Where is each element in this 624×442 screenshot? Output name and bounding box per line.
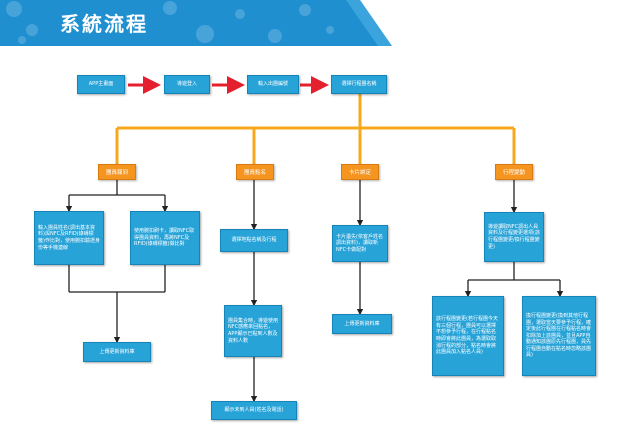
- step-enter-tour-number: 輸入出團編號: [247, 75, 299, 94]
- card-upload-database: 上傳更新資料庫: [332, 314, 392, 334]
- step-guide-login: 導遊登入: [164, 75, 210, 94]
- black-connectors: [65, 180, 564, 403]
- step-select-itinerary: 選擇行程團名稱: [331, 75, 387, 94]
- category-card-binding: 卡片綁定: [341, 164, 379, 180]
- change-switch-group: 換行程團變更(換到其他行程團，選取當天要參予行程，確定後此行程團在行程點名時會扣…: [522, 296, 596, 376]
- checkin-step-tap-wristband: 使用腕扣刷卡，讀取NFC取得團員資料，再將NFC及RFID(綠磚標籤)做比對: [130, 211, 200, 265]
- rollcall-select-location: 選擇地點名稱及行程: [220, 229, 288, 252]
- header-bubbles: [6, 1, 334, 44]
- header-banner: [0, 0, 624, 46]
- change-same-group: 該行程團變更(若行程團今天有三個行程，團員可以選擇不想參予行程，在行程點名時即會…: [432, 296, 504, 376]
- orange-bus: [115, 94, 516, 164]
- rollcall-show-absent: 顯示未到人員(姓名及電話): [211, 401, 297, 420]
- rollcall-nfc-headcount: 團員集合時，導遊使用NFC感應來回點名，APP顯示已點到人數及資料人數: [224, 305, 282, 357]
- category-rollcall: 團員點名: [236, 164, 274, 180]
- page-header: 系統流程: [0, 0, 624, 46]
- category-checkin: 團員報到: [98, 164, 136, 180]
- change-read-nfc-options: 導遊讀取NFC調出人員資料及行程變更選項(該行程團變更/換行程團變更): [484, 212, 544, 262]
- checkin-step-input-name: 輸入團員姓名(調出基本資料)與NFC及RFID(綠磚標籤)作比對，使用腕扣驗證身…: [34, 211, 104, 265]
- page-title: 系統流程: [60, 12, 148, 36]
- checkin-upload-database: 上傳更新資料庫: [83, 342, 151, 362]
- step-app-main: APP主畫面: [77, 75, 125, 94]
- card-lost-rebind: 卡片遺失(依客戶姓名調出資料)，讀取新NFC卡做配對: [332, 225, 388, 262]
- category-itinerary-change: 行程變動: [495, 164, 533, 180]
